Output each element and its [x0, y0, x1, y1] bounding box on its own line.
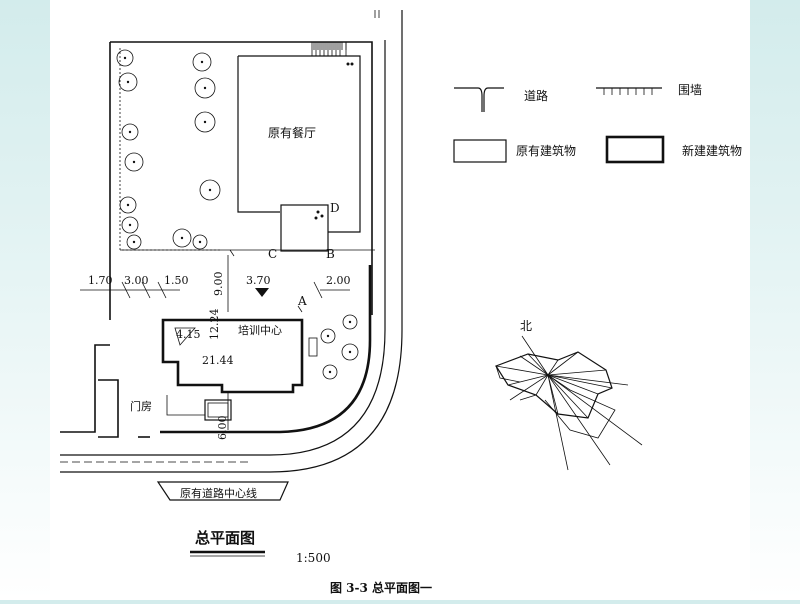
dim-12-24: 12.24 — [208, 309, 221, 341]
dim-3-70: 3.70 — [246, 274, 271, 287]
new-building-legend-icon — [605, 135, 665, 164]
wind-rose-icon: 北 — [495, 319, 643, 471]
figure-caption: 图 3-3 总平面图一 — [330, 580, 432, 595]
tree-icon — [194, 111, 216, 133]
dim-1-70: 1.70 — [88, 274, 113, 287]
existing-restaurant: 原有餐厅 — [237, 41, 361, 252]
drawing-title: 总平面图 — [195, 529, 255, 547]
wall-ticks — [312, 41, 350, 50]
dim-6-00: 6.00 — [216, 416, 229, 441]
legend-new-building: 新建建筑物 — [682, 143, 742, 158]
dim-21-44: 21.44 — [202, 354, 234, 367]
dim-9-00: 9.00 — [212, 272, 225, 297]
tree-icon — [341, 343, 359, 361]
tree-icon — [172, 228, 192, 248]
elevation-marker-icon — [255, 288, 269, 297]
tree-icon — [342, 314, 358, 330]
road-centerline-callout: 原有道路中心线 — [156, 481, 289, 501]
tree-icon — [199, 179, 221, 201]
legend-road: 道路 — [524, 88, 548, 103]
tree-icon — [192, 234, 208, 250]
tree-icon — [118, 72, 138, 92]
site-plan: 原有餐厅 D B C A 1.70 3.00 1.50 3.70 2.00 9.… — [60, 10, 742, 595]
tree-icon — [194, 77, 216, 99]
tree-icon — [121, 123, 139, 141]
point-d-label: D — [330, 201, 340, 215]
tree-icon — [124, 152, 144, 172]
road-centerline-label: 原有道路中心线 — [180, 486, 257, 500]
restaurant-label: 原有餐厅 — [268, 125, 316, 140]
existing-building-legend-icon — [453, 139, 507, 163]
road-legend-icon — [454, 87, 504, 112]
gatehouse-label: 门房 — [130, 399, 152, 413]
legend: 道路 围墙 原有建筑物 新建建筑物 — [453, 83, 742, 164]
drawing-sheet: 原有餐厅 D B C A 1.70 3.00 1.50 3.70 2.00 9.… — [50, 0, 750, 600]
point-b-label: B — [326, 247, 335, 261]
north-label: 北 — [520, 319, 532, 333]
dim-2-00: 2.00 — [326, 274, 351, 287]
legend-existing-building: 原有建筑物 — [516, 143, 576, 158]
tree-icon — [116, 49, 134, 67]
legend-wall: 围墙 — [678, 83, 702, 97]
tree-icon — [121, 216, 139, 234]
wall-legend-icon — [596, 87, 662, 95]
training-center-label: 培训中心 — [238, 323, 282, 337]
new-training-center: 培训中心 4.15 12.24 21.44 6.00 — [161, 309, 318, 441]
dimension-lines — [80, 249, 350, 313]
tree-icon — [126, 234, 142, 250]
point-a-label: A — [297, 294, 307, 308]
trees — [116, 49, 359, 380]
point-c-label: C — [268, 247, 277, 261]
tree-icon — [320, 328, 336, 344]
tree-icon — [119, 196, 137, 214]
dim-3-00: 3.00 — [124, 274, 149, 287]
dim-4-15: 4.15 — [176, 328, 201, 341]
boundary-walls — [60, 10, 403, 473]
drawing-scale: 1:500 — [296, 551, 331, 565]
tree-icon — [192, 52, 212, 72]
tree-icon — [322, 364, 338, 380]
dim-1-50: 1.50 — [164, 274, 189, 287]
